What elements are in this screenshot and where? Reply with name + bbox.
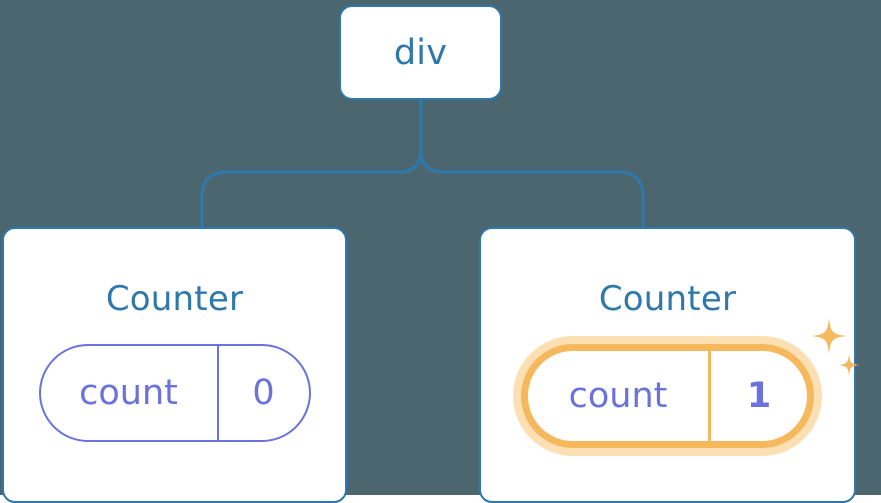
node-div-label: div: [393, 32, 448, 73]
state-pill-left[interactable]: count 0: [38, 344, 311, 442]
node-counter-left-title: Counter: [105, 279, 244, 319]
edge-to-right-child: [419, 98, 645, 231]
state-key-right: count: [528, 351, 711, 441]
state-pill-wrapper-left: count 0: [38, 344, 311, 442]
node-counter-right-title: Counter: [598, 279, 737, 319]
node-counter-right[interactable]: Counter count 1: [479, 227, 860, 503]
state-value-left: 0: [252, 373, 275, 413]
state-pill-right[interactable]: count 1: [521, 344, 814, 448]
node-div[interactable]: div: [339, 5, 502, 100]
sparkle-group: [811, 318, 860, 376]
sparkle-icon: [811, 318, 847, 354]
state-key-left: count: [41, 346, 219, 440]
state-value-right: 1: [746, 376, 772, 416]
node-counter-left[interactable]: Counter count 0: [2, 227, 347, 503]
state-pill-wrapper-right: count 1: [521, 318, 860, 448]
edge-to-left-child: [200, 98, 423, 231]
